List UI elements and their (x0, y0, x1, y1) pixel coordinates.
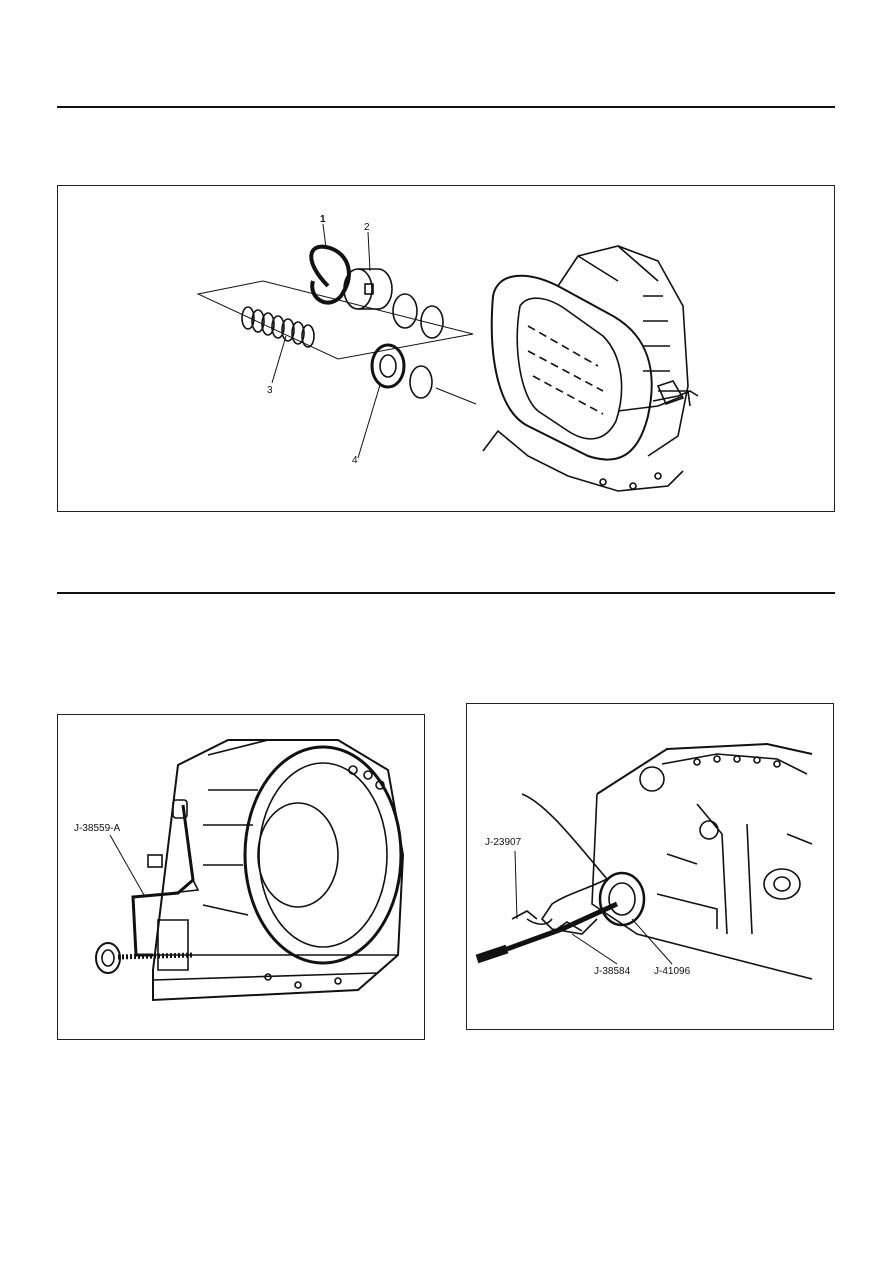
section-rule-top (57, 106, 835, 108)
tool-label-j38559a: J-38559-A (74, 823, 121, 834)
figure-tool-j38559a: J-38559-A (57, 714, 425, 1040)
callout-3: 3 (267, 385, 273, 396)
figure-exploded-servo: 1 2 3 4 (57, 185, 835, 512)
tool-label-j23907: J-23907 (485, 837, 522, 848)
tool-label-j38584: J-38584 (594, 966, 631, 977)
exploded-view-illustration (196, 223, 699, 492)
callout-4: 4 (352, 455, 358, 466)
callout-1: 1 (320, 214, 326, 225)
callout-2: 2 (364, 222, 370, 233)
tool-label-j41096: J-41096 (654, 966, 691, 977)
case-with-tool-illustration (95, 739, 405, 1002)
figure-tools-j23907-j38584-j41096: J-23907 J-38584 J-41096 (466, 703, 834, 1030)
section-rule-middle (57, 592, 835, 594)
seal-removal-illustration (475, 742, 813, 980)
